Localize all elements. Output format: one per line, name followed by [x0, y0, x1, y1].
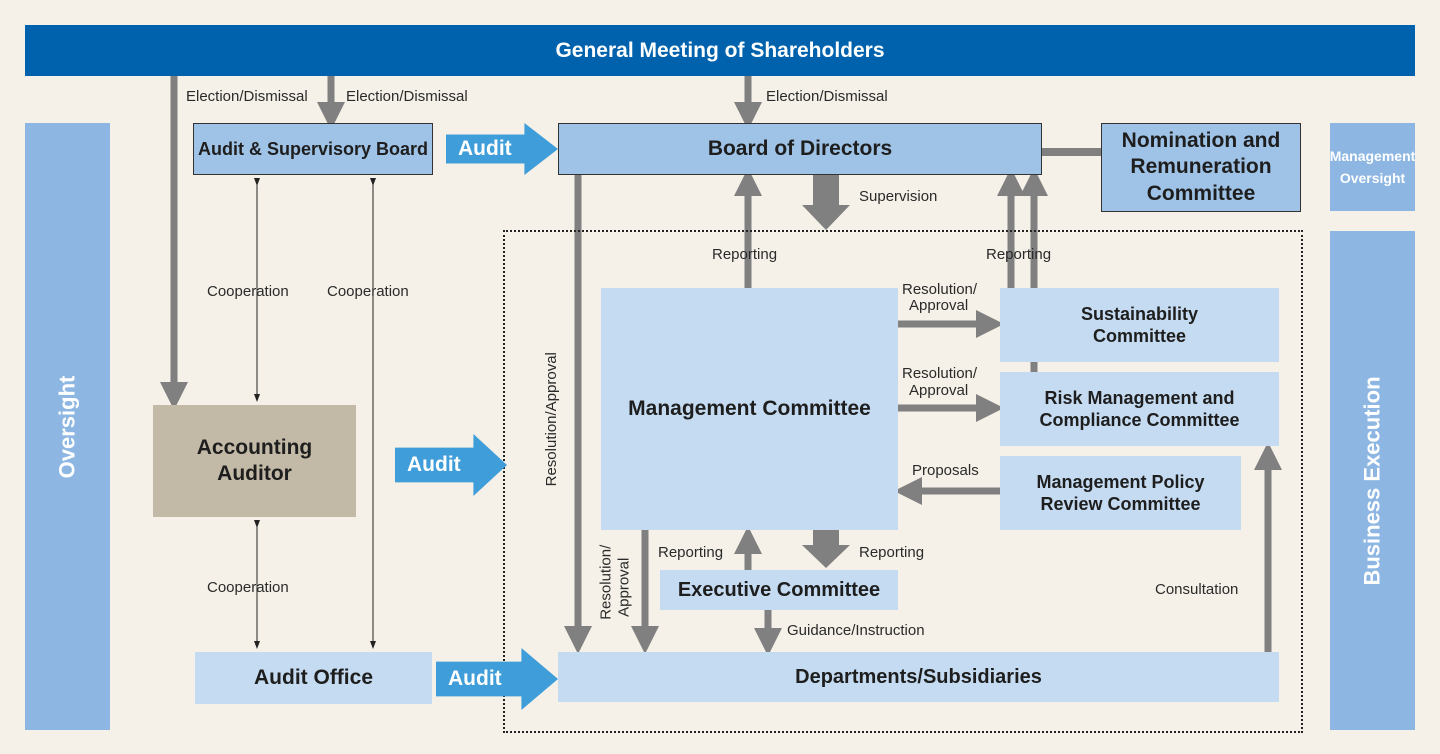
- mc-resolution-label-a: Resolution/: [597, 544, 615, 620]
- accounting-auditor: Accounting Auditor: [153, 405, 356, 517]
- reporting-label-mc-ec: Reporting: [859, 544, 925, 561]
- audit-arrow-board-label: Audit: [458, 137, 512, 160]
- cooperation-label-3: Cooperation: [207, 579, 289, 596]
- management-oversight-label: Management Oversight: [1329, 147, 1416, 186]
- reporting-label-committees: Reporting: [986, 246, 1052, 263]
- proposals-label: Proposals: [912, 462, 979, 479]
- election-label-3: Election/Dismissal: [766, 88, 888, 105]
- supervision-arrow: [802, 175, 850, 230]
- oversight-label: Oversight: [54, 375, 80, 478]
- management-oversight-panel: Management Oversight: [1330, 123, 1415, 211]
- reporting-label-mc: Reporting: [712, 246, 778, 263]
- general-meeting-banner: General Meeting of Shareholders: [25, 25, 1415, 76]
- audit-supervisory-board-label: Audit & Supervisory Board: [197, 138, 429, 159]
- policy-review-committee: Management Policy Review Committee: [1000, 456, 1241, 530]
- supervision-label: Supervision: [859, 188, 938, 205]
- oversight-panel: Oversight: [25, 123, 110, 730]
- departments-subsidiaries: Departments/Subsidiaries: [558, 652, 1279, 702]
- approval-label-2b: Approval: [909, 382, 969, 399]
- board-of-directors-label: Board of Directors: [707, 136, 893, 160]
- departments-label: Departments/Subsidiaries: [795, 665, 1042, 688]
- business-execution-panel: Business Execution: [1330, 231, 1415, 730]
- audit-arrow-departments-label: Audit: [448, 667, 502, 690]
- cooperation-label-2: Cooperation: [327, 283, 409, 300]
- audit-office-label: Audit Office: [254, 665, 373, 689]
- management-committee-label: Management Committee: [628, 396, 871, 420]
- board-resolution-label: Resolution/Approval: [542, 352, 560, 487]
- cooperation-label-1: Cooperation: [207, 283, 289, 300]
- management-committee: Management Committee: [601, 288, 898, 530]
- guidance-label: Guidance/Instruction: [787, 622, 925, 639]
- consultation-label: Consultation: [1155, 581, 1239, 598]
- election-label-2: Election/Dismissal: [346, 88, 468, 105]
- execution-frame: [503, 230, 1303, 733]
- resolution-label-2a: Resolution/: [902, 365, 978, 382]
- accounting-auditor-label: Accounting Auditor: [196, 435, 313, 485]
- business-execution-label: Business Execution: [1359, 375, 1385, 586]
- nomination-remuneration-committee: Nomination and Remuneration Committee: [1101, 123, 1301, 212]
- nomination-remuneration-label: Nomination and Remuneration Committee: [1121, 129, 1281, 205]
- sustainability-committee: Sustainability Committee: [1000, 288, 1279, 362]
- approval-label-1b: Approval: [909, 297, 969, 314]
- audit-arrow-execution-label: Audit: [407, 453, 461, 476]
- risk-compliance-committee: Risk Management and Compliance Committee: [1000, 372, 1279, 446]
- general-meeting-title: General Meeting of Shareholders: [555, 38, 885, 62]
- mc-approval-label-b: Approval: [615, 557, 633, 617]
- audit-supervisory-board: Audit & Supervisory Board: [193, 123, 433, 175]
- audit-office: Audit Office: [195, 652, 432, 704]
- executive-committee: Executive Committee: [660, 570, 898, 610]
- risk-compliance-committee-label: Risk Management and Compliance Committee: [1039, 387, 1240, 431]
- board-of-directors: Board of Directors: [558, 123, 1042, 175]
- election-label-1: Election/Dismissal: [186, 88, 308, 105]
- executive-committee-label: Executive Committee: [677, 578, 881, 601]
- sustainability-committee-label: Sustainability Committee: [1080, 303, 1199, 347]
- reporting-label-ec: Reporting: [658, 544, 724, 561]
- policy-review-committee-label: Management Policy Review Committee: [1036, 471, 1205, 515]
- resolution-label-1a: Resolution/: [902, 281, 978, 298]
- mc-ec-big-arrow: [802, 530, 850, 568]
